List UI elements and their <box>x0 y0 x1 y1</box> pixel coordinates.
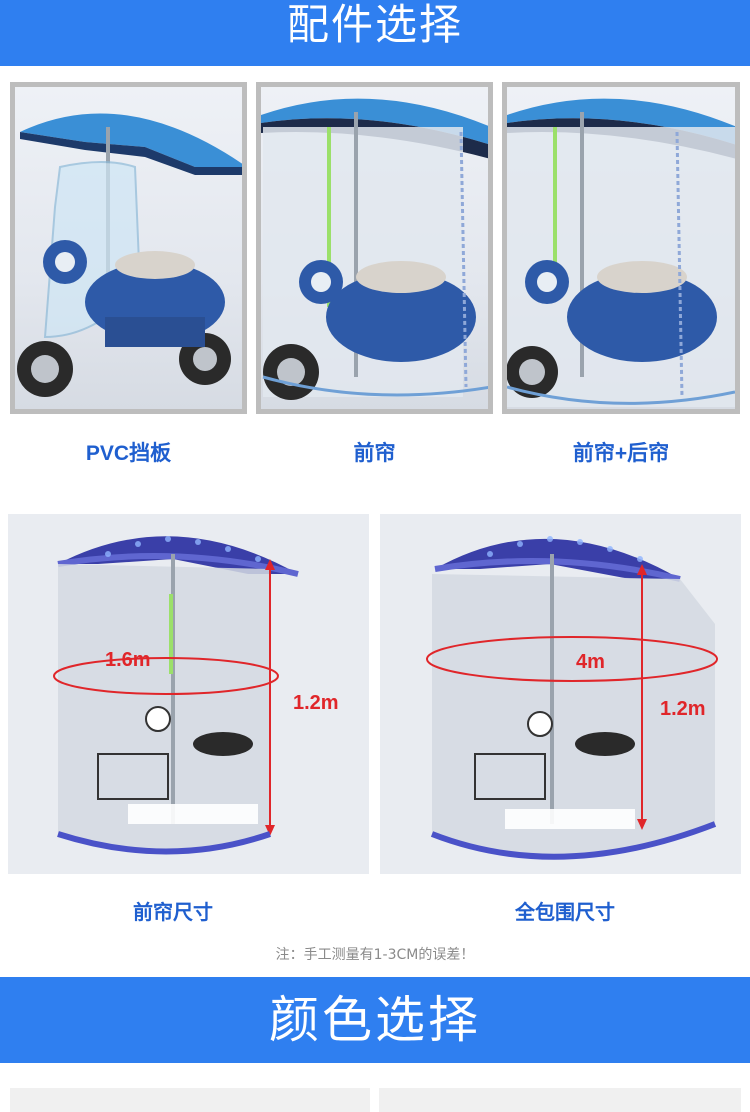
size-photo-full-surround[interactable]: 4m 1.2m <box>380 514 741 874</box>
size-label-full-surround: 全包围尺寸 <box>515 902 615 924</box>
section-title-colors: 颜色选择 <box>269 991 481 1049</box>
dimension-height: 1.2m <box>293 692 339 714</box>
scooter-umbrella-illustration <box>507 98 735 407</box>
umbrella-dimension-illustration <box>53 536 299 855</box>
dimension-circumference: 4m <box>576 651 605 673</box>
color-option-card[interactable] <box>10 1088 370 1112</box>
section-banner-colors: 颜色选择 <box>0 977 750 1063</box>
measurement-note: 注：手工测量有1-3CM的误差！ <box>275 947 475 963</box>
scooter-photo <box>261 87 488 409</box>
accessory-label-pvc: PVC挡板 <box>85 442 172 465</box>
scooter-umbrella-illustration <box>17 113 242 397</box>
accessory-photo-front-curtain[interactable] <box>256 82 493 414</box>
section-banner-accessories: 配件选择 <box>0 0 750 66</box>
color-option-card[interactable] <box>379 1088 741 1112</box>
accessory-label-front-back-curtain: 前帘+后帘 <box>572 442 670 465</box>
accessory-label-front-curtain: 前帘 <box>353 442 396 465</box>
scooter-umbrella-illustration <box>261 98 488 400</box>
dimension-height: 1.2m <box>660 698 706 720</box>
scooter-photo <box>15 87 242 409</box>
accessory-photo-front-back-curtain[interactable] <box>502 82 740 414</box>
scooter-photo <box>507 87 735 409</box>
size-photo-front-curtain[interactable]: 1.6m 1.2m <box>8 514 369 874</box>
size-label-front-curtain: 前帘尺寸 <box>133 902 213 924</box>
dimension-circumference: 1.6m <box>105 649 151 671</box>
accessory-photo-pvc[interactable] <box>10 82 247 414</box>
section-title-accessories: 配件选择 <box>286 0 463 49</box>
umbrella-dimension-illustration <box>426 536 718 860</box>
